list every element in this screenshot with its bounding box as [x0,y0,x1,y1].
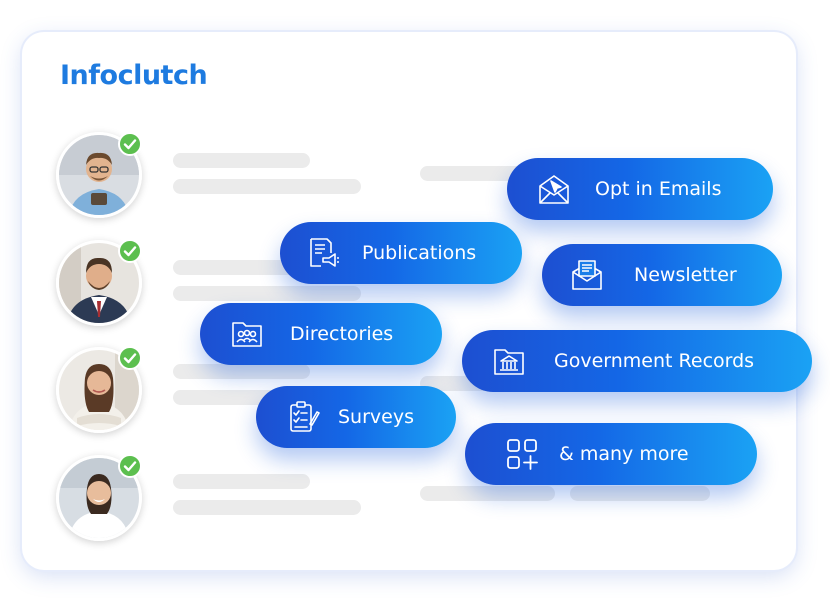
pill-surveys: Surveys [256,386,456,448]
pill-publications: Publications [280,222,522,284]
placeholder-line [570,486,710,501]
verified-check-icon [118,132,142,156]
apps-grid-plus-icon [505,437,539,471]
placeholder-line [173,179,361,194]
email-cursor-icon [537,172,571,206]
placeholder-line [173,500,361,515]
placeholder-line [420,486,555,501]
verified-check-icon [118,454,142,478]
placeholder-line [173,260,310,275]
pill-many-more: & many more [465,423,757,485]
pill-newsletter: Newsletter [542,244,782,306]
placeholder-line [420,166,530,181]
pill-government-records: Government Records [462,330,812,392]
placeholder-line [173,153,310,168]
publication-megaphone-icon [306,236,340,270]
pill-label: Opt in Emails [595,178,722,200]
verified-check-icon [118,346,142,370]
pill-label: Directories [290,323,394,345]
clipboard-checklist-icon [286,400,320,434]
folder-government-building-icon [492,344,526,378]
placeholder-line [173,364,310,379]
pill-opt-in-emails: Opt in Emails [507,158,773,220]
folder-people-icon [230,317,264,351]
pill-label: Surveys [338,406,414,428]
pill-directories: Directories [200,303,442,365]
pill-label: Publications [362,242,477,264]
newsletter-envelope-icon [570,258,604,292]
placeholder-line [173,286,361,301]
verified-check-icon [118,239,142,263]
placeholder-line [173,474,310,489]
pill-label: & many more [559,443,689,465]
pill-label: Government Records [554,350,755,372]
pill-label: Newsletter [634,264,737,286]
infoclutch-logo: Infoclutch [60,60,208,91]
